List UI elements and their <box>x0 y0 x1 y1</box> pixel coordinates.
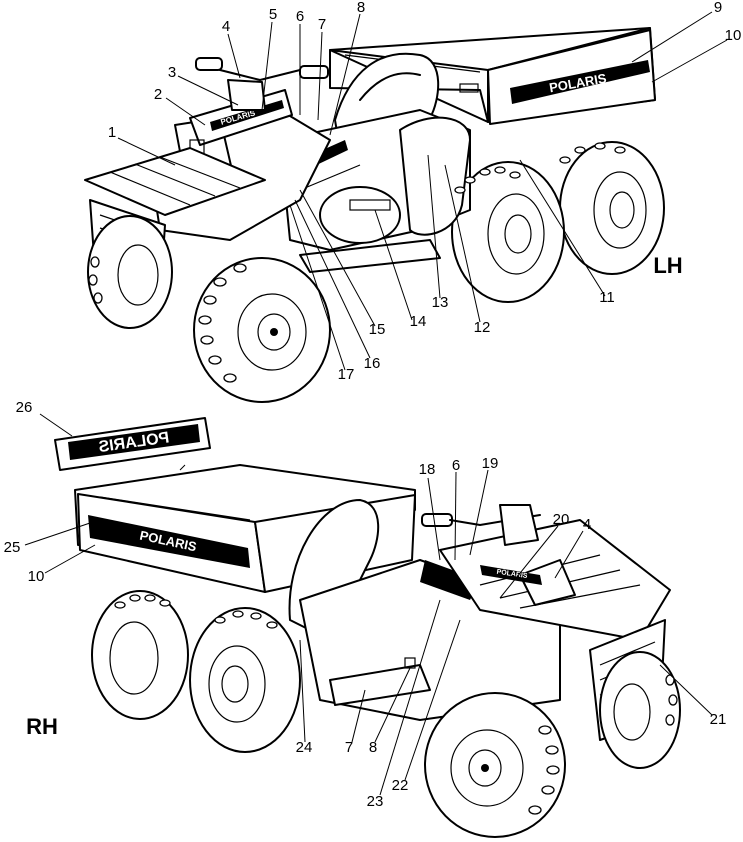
rh-front-wheel-near <box>424 692 566 838</box>
rh-hood-polaris-decal: POLARIS <box>496 569 528 580</box>
rh-tread-marks <box>114 594 678 815</box>
rh-callout-labels: 26 25 10 18 6 19 20 4 21 24 7 8 23 22 <box>4 399 727 810</box>
rh-leader-lines <box>24 413 713 796</box>
rh-callout-23: 23 <box>367 793 384 810</box>
lh-callout-6: 6 <box>296 8 304 25</box>
lh-callout-11: 11 <box>599 289 615 306</box>
rh-callout-18: 18 <box>419 461 436 478</box>
lh-callout-9: 9 <box>714 0 722 16</box>
lh-rear-wheel-outer <box>559 141 665 275</box>
lh-callout-7: 7 <box>318 16 326 33</box>
rh-view-label: RH <box>26 714 58 739</box>
lh-callout-1: 1 <box>108 124 116 141</box>
lh-callout-17: 17 <box>338 366 355 383</box>
lh-callout-14: 14 <box>410 313 427 330</box>
lh-callout-3: 3 <box>168 64 176 81</box>
rh-front-wheel-far <box>599 651 681 769</box>
rh-callout-25: 25 <box>4 539 21 556</box>
lh-view-label: LH <box>653 253 682 278</box>
lh-leader-lines <box>117 11 728 371</box>
rh-callout-19: 19 <box>482 455 499 472</box>
lh-callout-8: 8 <box>357 0 365 16</box>
rh-separate-decal-26: POLARIS <box>54 417 211 471</box>
rh-callout-24: 24 <box>296 739 313 756</box>
rh-callout-6: 6 <box>452 457 460 474</box>
lh-vehicle-illustration: POLARIS POLARIS <box>84 27 665 403</box>
rh-vehicle-illustration: POLARIS POLARIS <box>74 464 681 838</box>
lh-tread-marks <box>88 142 626 383</box>
lh-front-wheel-near <box>193 257 331 403</box>
rh-callout-7: 7 <box>345 739 353 756</box>
lh-cargo-box: POLARIS <box>329 27 656 125</box>
lh-callout-15: 15 <box>369 321 386 338</box>
rh-callout-20: 20 <box>553 511 570 528</box>
rh-middle-wheel <box>189 607 301 753</box>
rh-callout-22: 22 <box>392 777 409 794</box>
rh-callout-4: 4 <box>583 516 591 533</box>
rh-callout-26: 26 <box>16 399 33 416</box>
lh-middle-wheel <box>451 161 565 303</box>
rh-callout-10: 10 <box>28 568 45 585</box>
lh-callout-10: 10 <box>725 27 742 44</box>
lh-front-wheel-far <box>87 215 173 329</box>
lh-callout-4: 4 <box>222 18 230 35</box>
rh-callout-8: 8 <box>369 739 377 756</box>
lh-callout-13: 13 <box>432 294 449 311</box>
lh-callout-5: 5 <box>269 6 277 23</box>
rh-callout-21: 21 <box>710 711 727 728</box>
lh-callout-labels: 1 2 3 4 5 6 7 8 9 10 11 12 13 14 15 16 1… <box>108 0 742 383</box>
lh-callout-12: 12 <box>474 319 491 336</box>
lh-callout-16: 16 <box>364 355 381 372</box>
lh-callout-2: 2 <box>154 86 162 103</box>
rh-rear-wheel-far <box>91 590 189 720</box>
